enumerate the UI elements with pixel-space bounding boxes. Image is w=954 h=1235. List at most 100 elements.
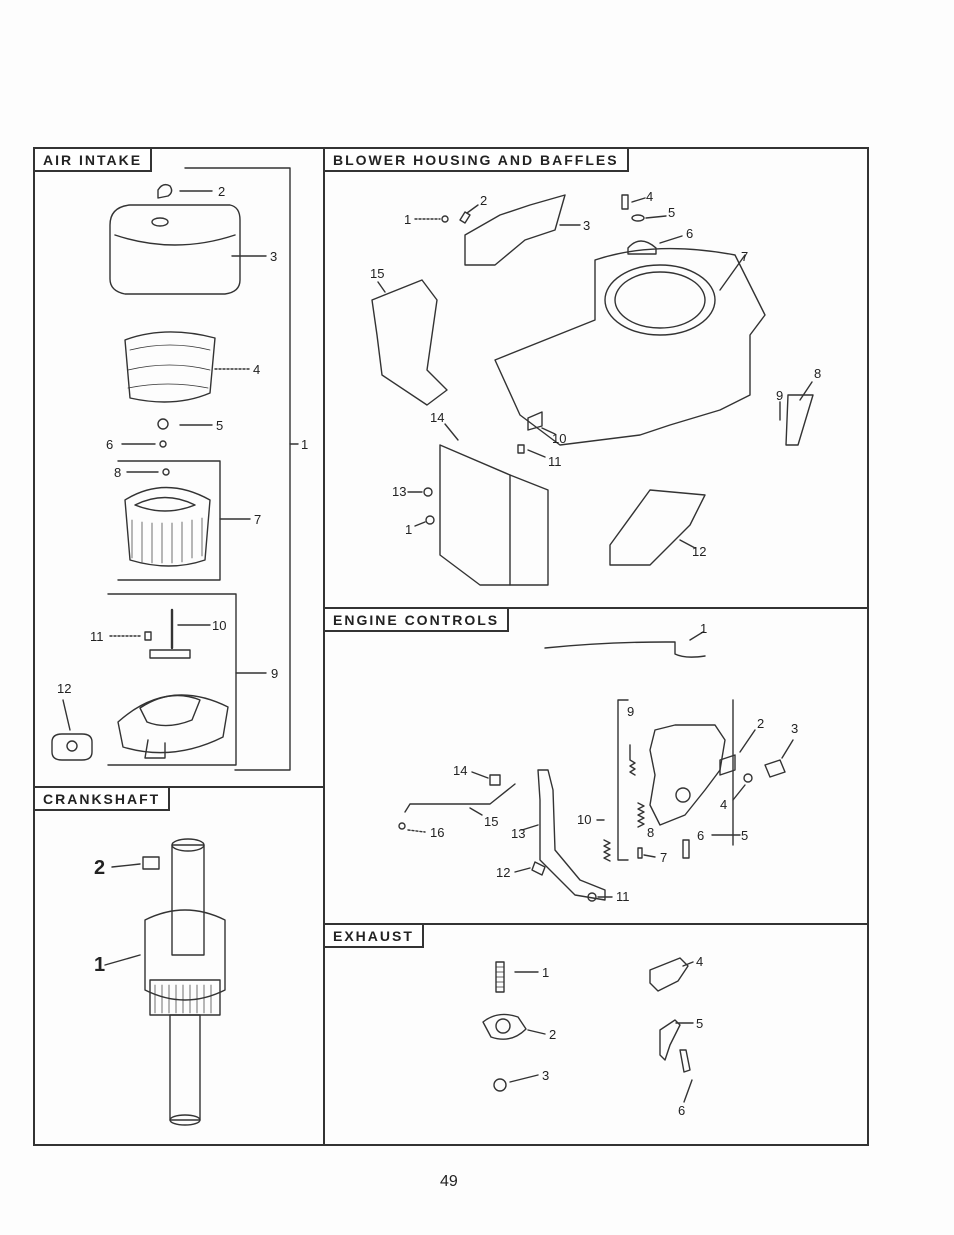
leader-bh-11	[528, 450, 545, 457]
ec-label-15: 15	[484, 815, 498, 828]
ai-label-7: 7	[254, 513, 261, 526]
bh-bolt-4	[622, 195, 628, 209]
cs-key	[143, 857, 159, 869]
ai-label-1: 1	[301, 438, 308, 451]
ai-cover	[110, 205, 240, 294]
ec-label-8: 8	[647, 826, 654, 839]
ec-label-4: 4	[720, 798, 727, 811]
ai-washer	[160, 441, 166, 447]
ai-small-nut	[163, 469, 169, 475]
ec-clip-16	[399, 823, 405, 829]
ai-base-inner	[140, 696, 200, 726]
leader-bh-15	[378, 282, 385, 292]
ai-label-10: 10	[212, 619, 226, 632]
bh-lower-baffle	[440, 445, 510, 585]
ai-label-12: 12	[57, 682, 71, 695]
bh-nut-1b	[426, 516, 434, 524]
ai-base-elbow	[145, 740, 165, 758]
bh-clip-10	[528, 412, 542, 430]
cs-upper-shaft	[172, 845, 204, 955]
ec-label-11: 11	[616, 890, 630, 903]
ec-screw-7	[638, 848, 642, 858]
leader-ec-4	[733, 785, 745, 800]
bh-washer-5	[632, 215, 644, 221]
leader-cs-1	[105, 955, 140, 965]
ec-label-6: 6	[697, 829, 704, 842]
ec-control-plate	[650, 725, 725, 825]
leader-ec-3	[782, 740, 793, 758]
ex-label-1: 1	[542, 966, 549, 979]
leader-bh-1b	[415, 522, 425, 526]
leader-cs-2	[112, 864, 140, 867]
ex-gasket-hole	[496, 1019, 510, 1033]
ec-bracket-left	[618, 700, 628, 860]
ai-nut	[158, 419, 168, 429]
bh-clamp	[628, 241, 656, 254]
ec-link-rod	[545, 642, 705, 657]
ec-label-13: 13	[511, 827, 525, 840]
ai-screw	[145, 632, 151, 640]
leader-bh-4	[632, 198, 645, 202]
ec-screw-6	[683, 840, 689, 858]
ec-label-16: 16	[430, 826, 444, 839]
leader-bh-6	[660, 236, 682, 243]
bh-bracket-12	[610, 490, 705, 565]
cs-gear	[150, 980, 220, 1015]
ex-label-4: 4	[696, 955, 703, 968]
air-intake-drawings	[52, 168, 298, 770]
ec-spring-9	[630, 745, 635, 775]
leader-ec-14	[472, 772, 488, 778]
cs-label-1: 1	[94, 955, 105, 975]
bh-plate-8	[786, 395, 813, 445]
ec-nut-4	[744, 774, 752, 782]
ec-rod-15	[405, 784, 515, 812]
ex-label-5: 5	[696, 1017, 703, 1030]
ec-label-14: 14	[453, 764, 467, 777]
ai-precleaner	[125, 332, 215, 402]
ai-filter-top	[135, 498, 195, 512]
ai-label-6: 6	[106, 438, 113, 451]
ec-label-5: 5	[741, 829, 748, 842]
ex-label-6: 6	[678, 1104, 685, 1117]
bh-label-15: 15	[370, 267, 384, 280]
cs-lower-shaft	[170, 1015, 200, 1120]
bh-label-3: 3	[583, 219, 590, 232]
ai-precleaner-texture	[128, 345, 210, 388]
page-number: 49	[440, 1173, 458, 1191]
bh-side-baffle	[372, 280, 447, 405]
bh-label-11: 11	[548, 455, 562, 468]
leader-bh-5	[646, 216, 666, 218]
ec-label-1: 1	[700, 622, 707, 635]
bh-label-13: 13	[392, 485, 406, 498]
leader-ai-12	[63, 700, 70, 730]
bh-label-9: 9	[776, 389, 783, 402]
ai-label-3: 3	[270, 250, 277, 263]
ai-cover-hole	[152, 218, 168, 226]
exhaust-drawings	[483, 958, 693, 1102]
bh-label-1b: 1	[405, 523, 412, 536]
bh-housing-opening-inner	[615, 272, 705, 328]
bh-label-5: 5	[668, 206, 675, 219]
bh-label-7: 7	[741, 250, 748, 263]
bh-label-8: 8	[814, 367, 821, 380]
ec-spring-8	[638, 803, 644, 827]
bh-nut-13	[424, 488, 432, 496]
ec-plate-pivot	[676, 788, 690, 802]
ec-nut-14	[490, 775, 500, 785]
ex-bolt-6	[680, 1050, 690, 1072]
leader-bh-2	[467, 205, 478, 213]
leader-ex-2	[528, 1030, 545, 1034]
ai-gasket	[52, 734, 92, 760]
ai-gasket-hole	[67, 741, 77, 751]
bh-lower-baffle-side	[510, 475, 548, 585]
ai-cover-rim	[115, 235, 235, 245]
ai-base	[118, 695, 228, 753]
ai-label-11: 11	[90, 630, 104, 643]
bh-label-1: 1	[404, 213, 411, 226]
air-intake-bracket-7	[118, 461, 220, 580]
ec-lever-13	[538, 770, 605, 900]
ec-label-2: 2	[757, 717, 764, 730]
leader-ec-7	[644, 855, 655, 857]
ai-label-5: 5	[216, 419, 223, 432]
